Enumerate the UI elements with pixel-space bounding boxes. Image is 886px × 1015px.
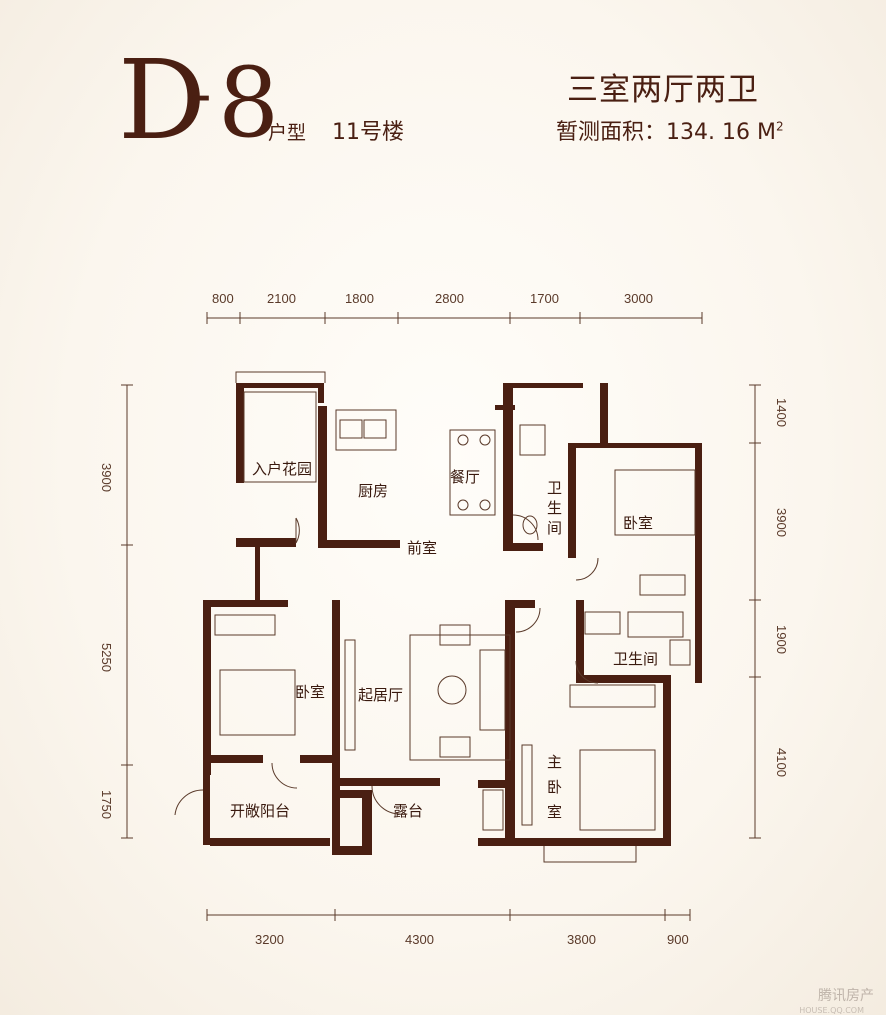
- fixtures: [214, 371, 696, 863]
- dim-top-2: 2100: [267, 291, 296, 306]
- room-dining: 餐厅: [450, 468, 481, 486]
- doors: [174, 514, 599, 816]
- watermark-url: HOUSE.QQ.COM: [799, 1006, 864, 1015]
- dim-bottom-3: 3800: [567, 932, 596, 947]
- dim-right-4: 4100: [773, 748, 789, 777]
- room-entry-garden: 入户花园: [252, 460, 313, 478]
- dim-top-4: 2800: [435, 291, 464, 306]
- room-bath1-line1: 卫: [547, 479, 563, 497]
- walls: [203, 383, 702, 855]
- dim-right-2: 3900: [773, 508, 789, 537]
- dim-top-3: 1800: [345, 291, 374, 306]
- building-label: 11号楼: [332, 120, 404, 145]
- room-terrace: 露台: [393, 802, 424, 820]
- room-master-line2: 卧: [547, 778, 563, 796]
- watermark-text: 腾讯房产: [818, 988, 874, 1004]
- room-bedroom-w: 卧室: [295, 683, 326, 701]
- dim-left-1: 3900: [98, 463, 114, 492]
- unit-code-number: 8: [218, 47, 280, 159]
- room-bedroom-ne: 卧室: [623, 514, 654, 532]
- room-bath1-line3: 间: [547, 519, 563, 537]
- room-kitchen: 厨房: [358, 482, 389, 500]
- unit-type-label: 户型: [268, 122, 307, 144]
- dim-bottom-1: 3200: [255, 932, 284, 947]
- dim-right-3: 1900: [773, 625, 789, 654]
- area-text: 暂测面积：134. 16 M: [556, 120, 776, 145]
- area-label: 暂测面积：134. 16 M2: [556, 114, 784, 146]
- room-master-line1: 主: [547, 753, 563, 771]
- unit-code-letter: D: [118, 36, 207, 164]
- dim-top-6: 3000: [624, 291, 653, 306]
- room-bath1-line2: 生: [547, 499, 563, 517]
- room-open-balcony: 开敞阳台: [230, 802, 291, 820]
- dim-top-5: 1700: [530, 291, 559, 306]
- area-sup: 2: [775, 119, 784, 134]
- dim-bottom-2: 4300: [405, 932, 434, 947]
- dim-right-1: 1400: [773, 398, 789, 427]
- room-foyer: 前室: [407, 539, 438, 557]
- room-master-line3: 室: [547, 803, 563, 821]
- unit-code-dash: -: [190, 57, 212, 131]
- dim-left-3: 1750: [98, 790, 114, 819]
- room-living: 起居厅: [358, 686, 404, 704]
- dim-top-1: 800: [212, 291, 234, 306]
- dim-bottom-4: 900: [667, 932, 689, 947]
- dim-left-2: 5250: [98, 643, 114, 672]
- room-bath2: 卫生间: [613, 650, 659, 668]
- dimension-lines: [121, 312, 761, 921]
- layout-label: 三室两厅两卫: [567, 72, 759, 108]
